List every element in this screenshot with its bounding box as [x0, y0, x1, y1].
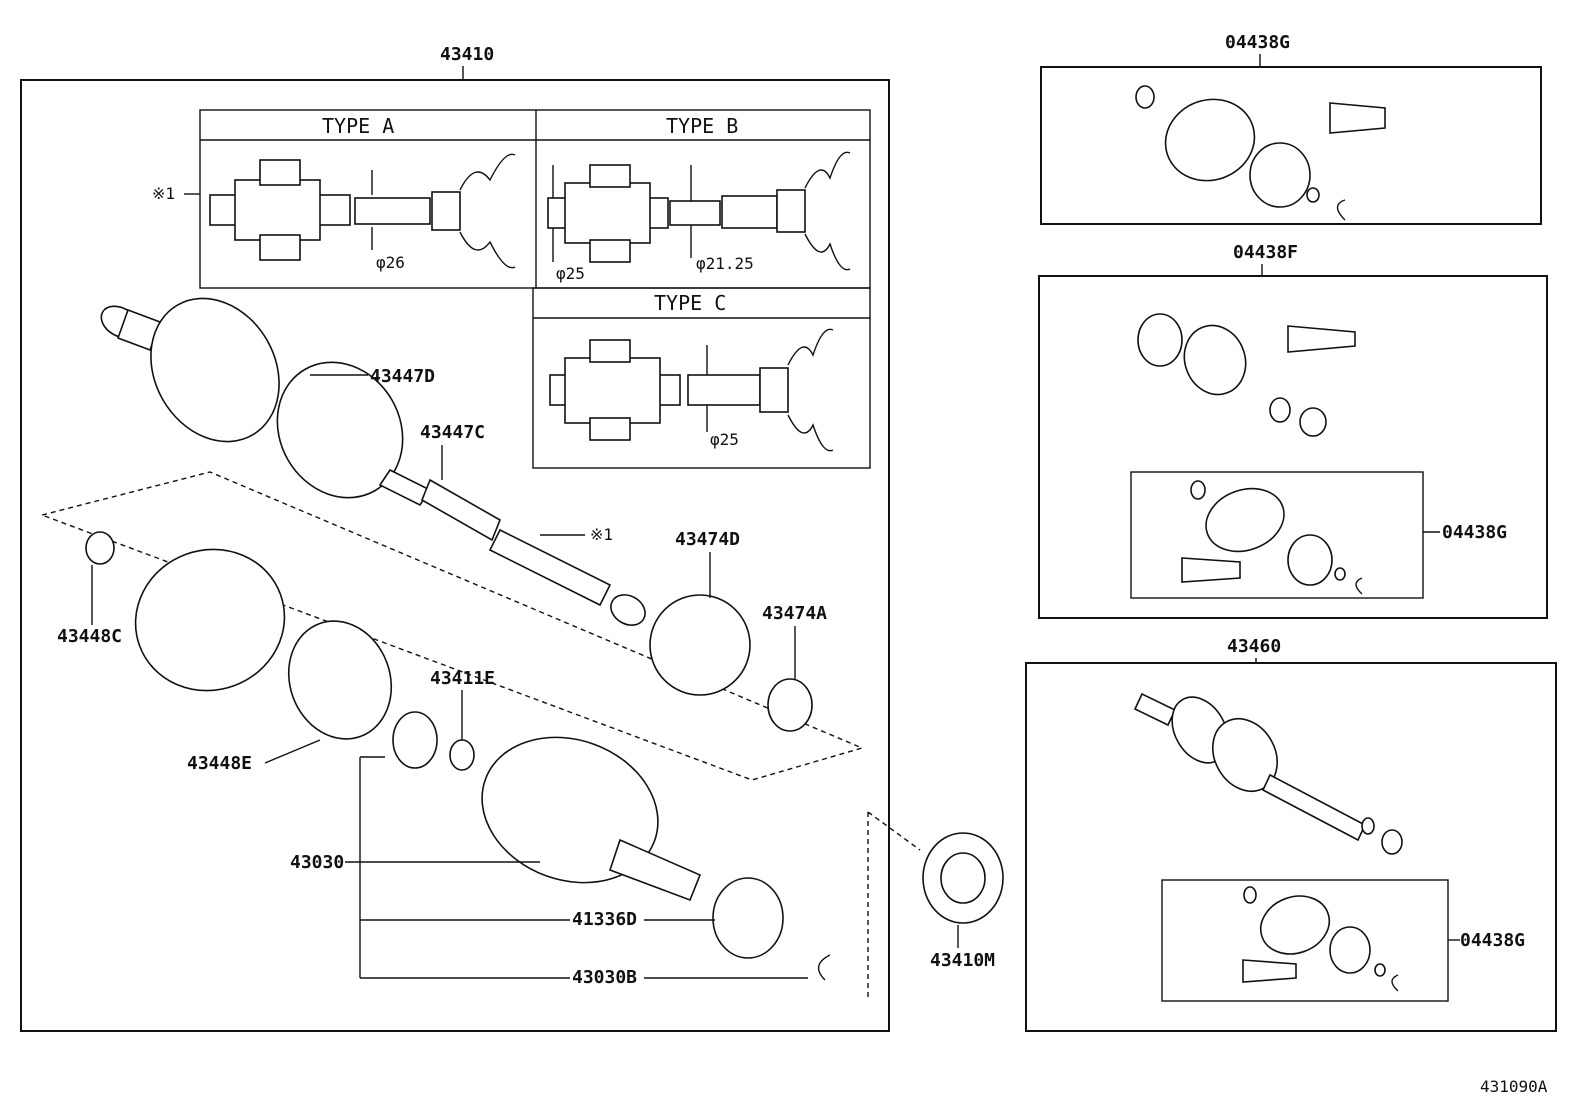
part-43474A[interactable]: 43474A	[762, 603, 827, 624]
kit-box-43460: 43460 04438G	[1025, 636, 1557, 1032]
kit-label-04438G-bottom[interactable]: 04438G	[1460, 930, 1525, 951]
type-b-sketch	[547, 151, 851, 271]
part-43411E[interactable]: 43411E	[430, 668, 495, 689]
main-assembly-group: 43410 TYPE A TYPE B TYPE C ※1	[20, 44, 890, 1032]
part-43447C[interactable]: 43447C	[420, 422, 485, 443]
boot-kit-parts	[85, 531, 831, 981]
dia-b-left-label: φ25	[556, 264, 585, 283]
assembly-label-43410[interactable]: 43410	[440, 44, 494, 65]
type-a-heading: TYPE A	[322, 114, 394, 138]
type-a-sketch	[209, 153, 516, 269]
main-assembly-frame	[20, 79, 890, 1032]
assembly-label-43460[interactable]: 43460	[1227, 636, 1281, 657]
type-c-sketch	[549, 328, 834, 452]
part-43448C[interactable]: 43448C	[57, 626, 122, 647]
type-b-heading: TYPE B	[666, 114, 738, 138]
drive-shaft-drawing	[100, 297, 646, 626]
part-43447D[interactable]: 43447D	[370, 366, 435, 387]
type-c-heading: TYPE C	[654, 291, 726, 315]
type-table: TYPE A TYPE B TYPE C ※1 φ26	[152, 109, 871, 469]
diagram-id: 431090A	[1480, 1077, 1548, 1096]
kit-label-04438G-mid[interactable]: 04438G	[1442, 522, 1507, 543]
dia-b-right-label: φ21.25	[696, 254, 754, 273]
kit-label-04438G-top[interactable]: 04438G	[1225, 32, 1290, 53]
part-43474D[interactable]: 43474D	[675, 529, 740, 550]
part-43030B[interactable]: 43030B	[572, 967, 637, 988]
kit-box-04438G-top: 04438G	[1040, 32, 1542, 225]
note-mark-1: ※1	[152, 184, 175, 203]
dia-c-label: φ25	[710, 430, 739, 449]
part-43410M[interactable]: 43410M	[930, 950, 995, 971]
kit-box-04438F: 04438F 04438G	[1038, 242, 1548, 619]
part-43030[interactable]: 43030	[290, 852, 344, 873]
part-43448E[interactable]: 43448E	[187, 753, 252, 774]
dia-a-label: φ26	[376, 253, 405, 272]
part-41336D[interactable]: 41336D	[572, 909, 637, 930]
type-c-frame	[532, 287, 871, 469]
note-mark-1-shaft: ※1	[590, 525, 613, 544]
bearing-43410M	[867, 811, 1004, 998]
kit-label-04438F[interactable]: 04438F	[1233, 242, 1298, 263]
